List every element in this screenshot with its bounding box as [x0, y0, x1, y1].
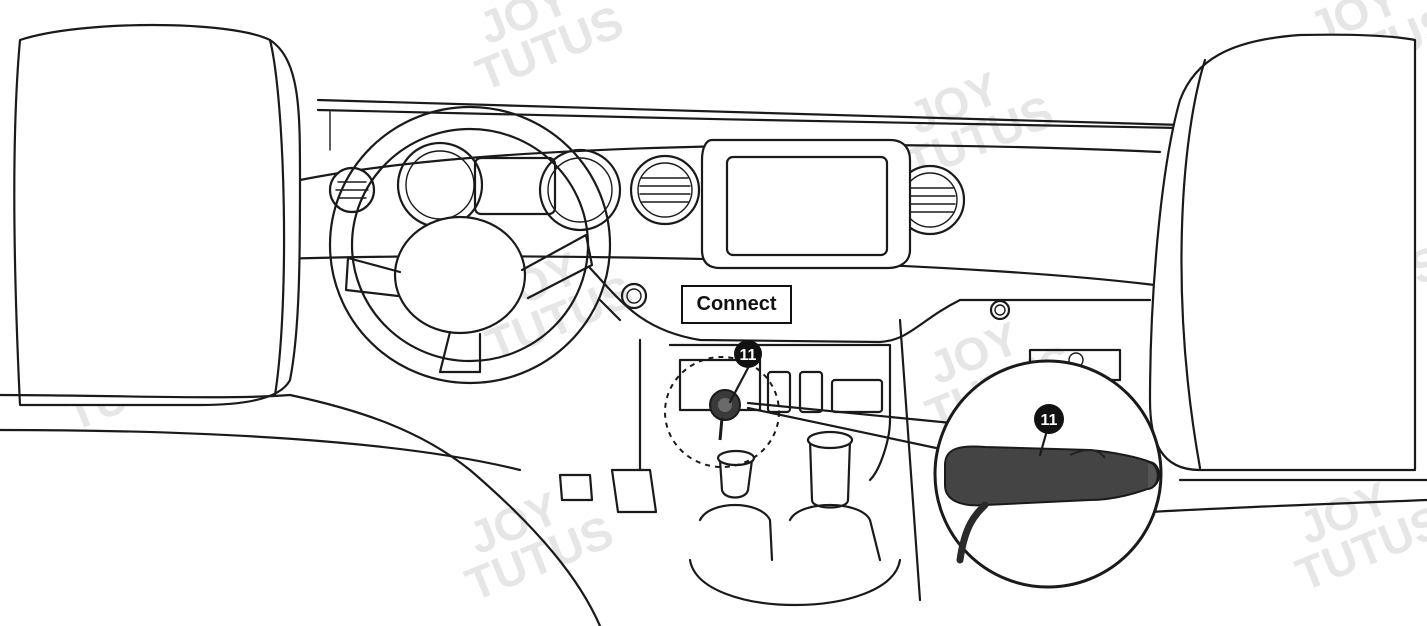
- car-charger-plug-icon: [709, 389, 741, 441]
- knob-icon: [989, 299, 1011, 321]
- connect-label: Connect: [681, 285, 792, 324]
- car-charger-plug-icon: [944, 445, 1160, 564]
- center-console: [638, 318, 1122, 602]
- step-badge: 11: [734, 340, 762, 368]
- instrument-cluster: [396, 141, 622, 232]
- knob-icon: [620, 282, 648, 310]
- dashboard: [248, 98, 1192, 607]
- infotainment-screen-icon: [700, 138, 912, 270]
- step-number: 11: [740, 347, 757, 364]
- magnified-plug-inset: 11: [933, 359, 1163, 589]
- connect-label-text: Connect: [696, 293, 777, 315]
- callout-leader: [746, 401, 964, 454]
- seat-headrest-icon: [0, 23, 602, 626]
- steering-wheel-icon: [328, 105, 612, 385]
- air-vent-icon: [629, 154, 701, 226]
- step-number-inset: 11: [1041, 412, 1058, 429]
- gear-shifter-icon: [688, 430, 902, 607]
- pedals: [558, 468, 658, 514]
